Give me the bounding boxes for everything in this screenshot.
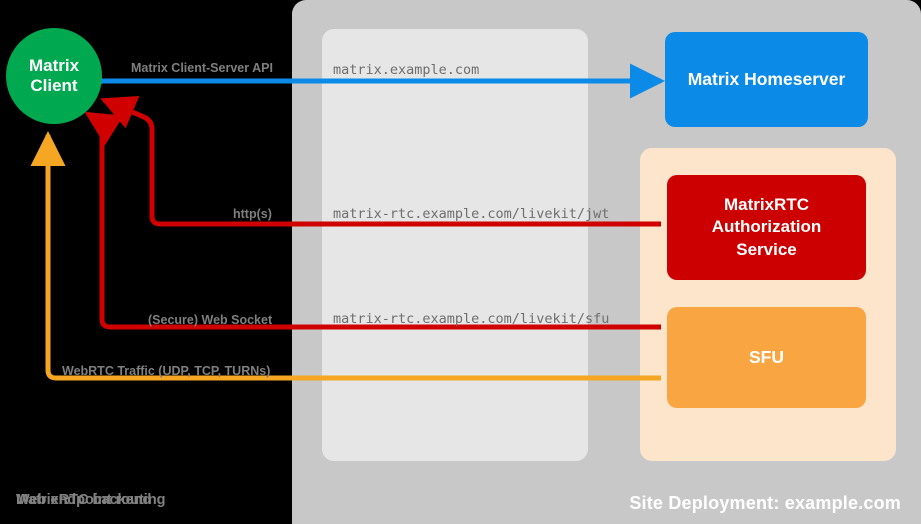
matrixrtc-backend-label: MatrixRTC backend [16,492,152,508]
auth-service-label-line2: Authorization [711,217,822,237]
node-matrix-homeserver[interactable]: Matrix Homeserver [665,32,868,127]
edge-webrtc-traffic [30,130,661,381]
matrix-client-label-line1: Matrix [28,56,80,76]
edge-secure-web-socket [84,111,661,330]
edge-label-matrix-client-server-api: Matrix Client-Server API [131,61,273,75]
web-endpoint-routing-container [322,29,588,461]
edge-label-https: http(s) [233,207,272,221]
url-label-livekit-sfu: matrix-rtc.example.com/livekit/sfu [333,311,610,327]
edge-https-jwt [100,96,661,227]
matrix-homeserver-label: Matrix Homeserver [687,69,846,89]
node-sfu[interactable]: SFU [667,307,866,408]
node-matrix-client[interactable]: Matrix Client [6,28,102,124]
site-deployment-label: Site Deployment: example.com [629,493,901,513]
node-matrixrtc-authorization-service[interactable]: MatrixRTC Authorization Service [667,175,866,280]
web-endpoint-routing-label: Web endpoint routing [16,492,166,508]
sfu-label: SFU [749,347,784,367]
edge-label-webrtc-traffic: WebRTC Traffic (UDP, TCP, TURNs) [62,364,271,378]
auth-service-label-line3: Service [736,239,797,259]
matrix-client-label-line2: Client [30,76,78,95]
url-label-livekit-jwt: matrix-rtc.example.com/livekit/jwt [333,206,610,222]
url-label-matrix-example-com: matrix.example.com [333,62,480,78]
auth-service-label-line1: MatrixRTC [723,195,809,215]
edge-label-secure-web-socket: (Secure) Web Socket [148,313,273,327]
